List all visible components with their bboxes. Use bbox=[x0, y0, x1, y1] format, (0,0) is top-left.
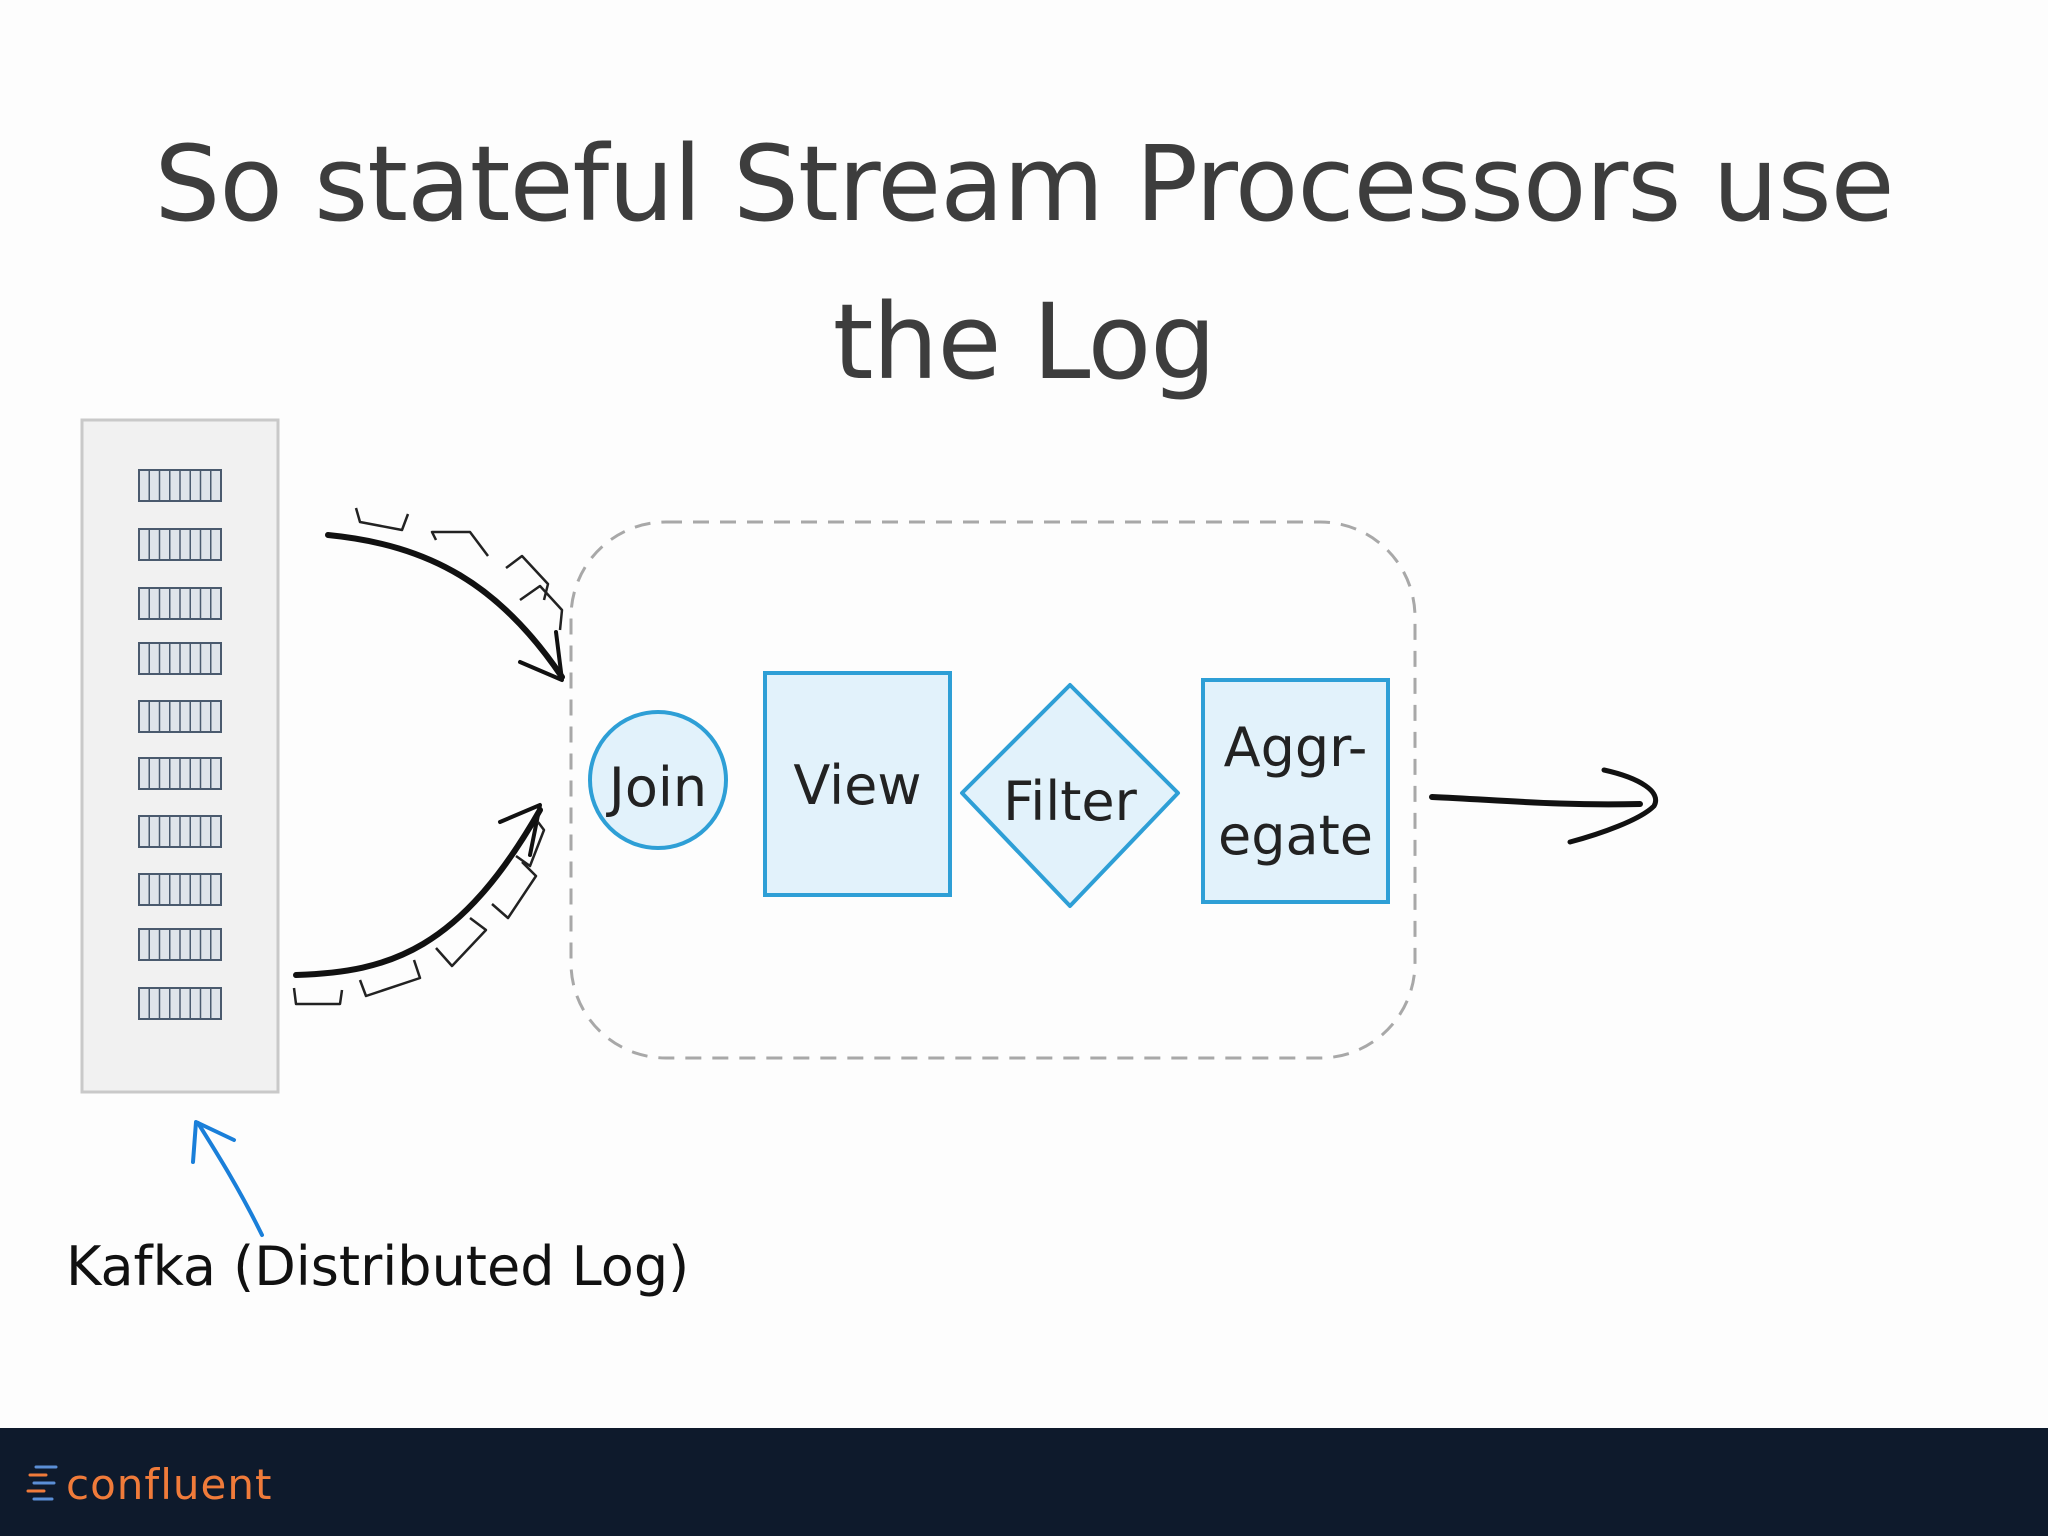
log-block bbox=[138, 642, 222, 675]
confluent-logo-text: confluent bbox=[66, 1459, 273, 1509]
incoming-stream-arrow-top bbox=[325, 507, 565, 682]
log-block bbox=[138, 987, 222, 1020]
aggregate-node-shape bbox=[1201, 678, 1390, 904]
slide: So stateful Stream Processors use the Lo… bbox=[0, 105, 2048, 1298]
confluent-logo-icon bbox=[26, 1465, 58, 1501]
join-node-shape bbox=[588, 710, 728, 850]
incoming-stream-arrow-bottom bbox=[292, 803, 546, 1006]
kafka-log-column bbox=[80, 418, 280, 1094]
filter-node-shape bbox=[960, 683, 1180, 908]
slide-title: So stateful Stream Processors use the Lo… bbox=[0, 105, 2048, 421]
outgoing-stream-arrow bbox=[1429, 767, 1659, 845]
log-block bbox=[138, 469, 222, 502]
stream-processing-diagram bbox=[80, 418, 1659, 1237]
log-block bbox=[138, 587, 222, 620]
kafka-caption-arrow bbox=[191, 1120, 264, 1237]
aggregate-node-label-line-1: Aggr- bbox=[1223, 716, 1368, 779]
log-block bbox=[138, 757, 222, 790]
log-block bbox=[138, 528, 222, 561]
slide-title-line-2: the Log bbox=[832, 281, 1217, 403]
footer-bar: confluent bbox=[0, 1428, 2048, 1536]
confluent-logo: confluent bbox=[26, 1456, 272, 1512]
aggregate-node-label-line-2: egate bbox=[1218, 804, 1373, 867]
view-node-shape bbox=[763, 671, 952, 897]
kafka-caption: Kafka (Distributed Log) bbox=[66, 1235, 690, 1298]
log-block bbox=[138, 873, 222, 906]
view-node-label: View bbox=[793, 754, 922, 817]
processor-boundary bbox=[569, 520, 1417, 1060]
log-block bbox=[138, 815, 222, 848]
log-block bbox=[138, 928, 222, 961]
join-node-label: Join bbox=[608, 756, 708, 819]
slide-title-line-1: So stateful Stream Processors use bbox=[154, 123, 1894, 245]
filter-node-label: Filter bbox=[1003, 770, 1137, 833]
log-block bbox=[138, 700, 222, 733]
log-partition-blocks bbox=[138, 469, 222, 1020]
